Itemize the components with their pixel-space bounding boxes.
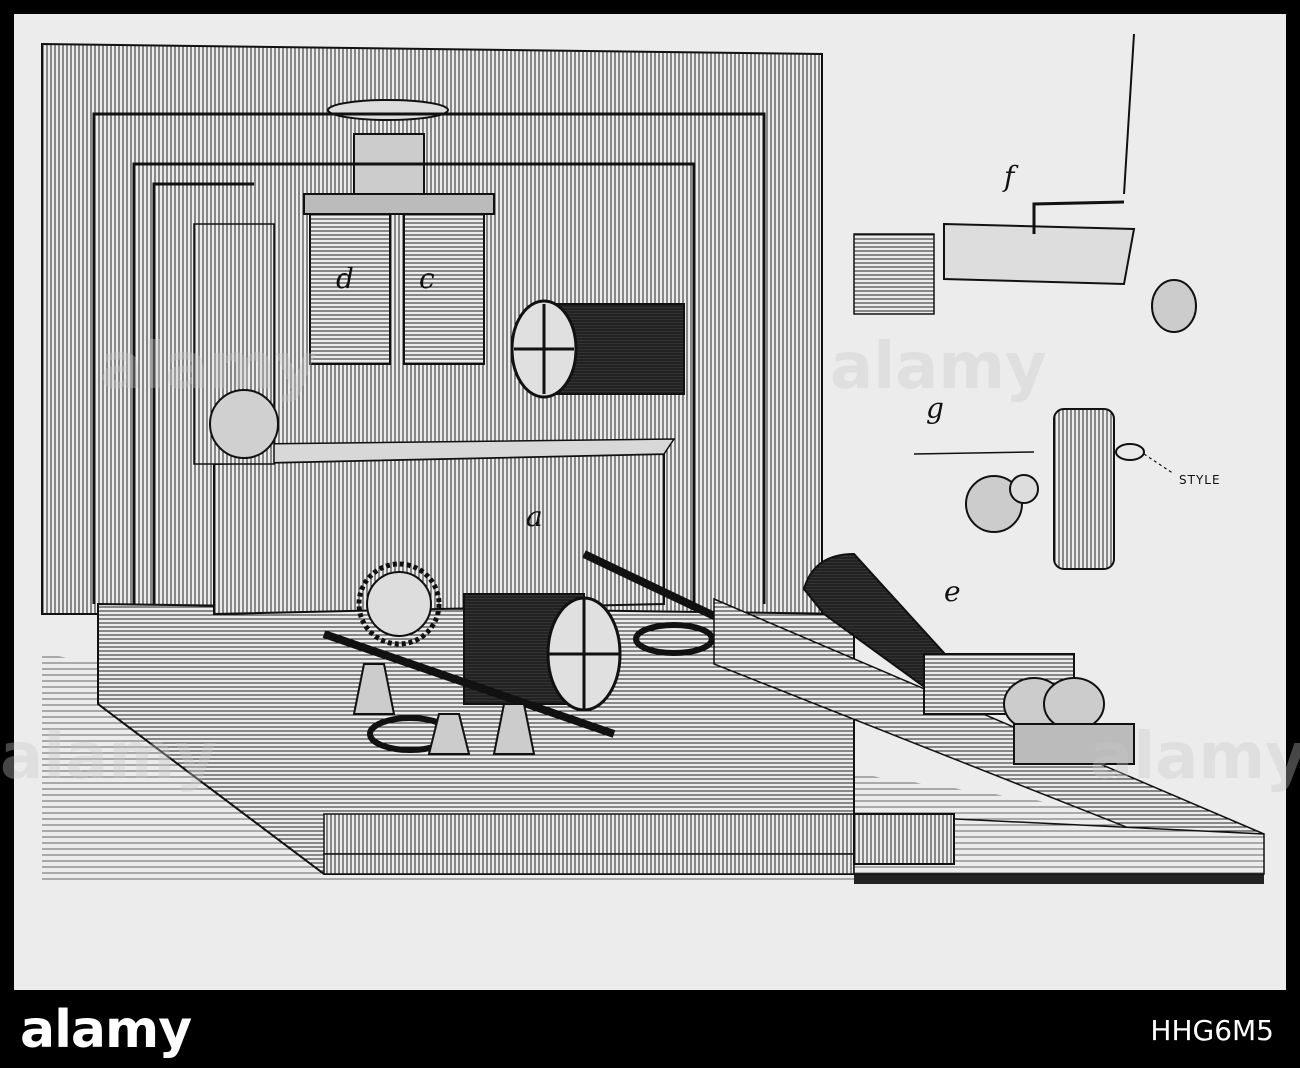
relay-unit bbox=[713, 552, 1265, 875]
label-d: d bbox=[336, 262, 354, 295]
label-c: c bbox=[419, 262, 435, 295]
main-case bbox=[213, 438, 676, 616]
style-annotation: STYLE bbox=[1179, 473, 1221, 487]
image-code: HHG6M5 bbox=[1150, 1014, 1274, 1047]
bell bbox=[209, 389, 279, 459]
label-f: f bbox=[1002, 160, 1019, 193]
label-a: a bbox=[526, 500, 543, 533]
detail-figure-g bbox=[913, 408, 1175, 570]
label-e: e bbox=[944, 575, 961, 608]
gear-wheel bbox=[356, 561, 442, 647]
detail-figure-f bbox=[853, 33, 1197, 333]
recording-drum bbox=[463, 593, 622, 712]
label-g: g bbox=[926, 392, 944, 425]
footer-bar bbox=[0, 990, 1300, 1068]
engraving-illustration: a c d e f g STYLE bbox=[41, 33, 1265, 884]
flywheel-upper bbox=[510, 299, 685, 399]
brand-logo: alamy bbox=[20, 1000, 192, 1060]
wiring bbox=[92, 112, 766, 604]
relay-coils bbox=[923, 653, 1105, 731]
engraving-plate: a c d e f g STYLE bbox=[14, 14, 1286, 990]
bearing-stands bbox=[352, 663, 536, 755]
